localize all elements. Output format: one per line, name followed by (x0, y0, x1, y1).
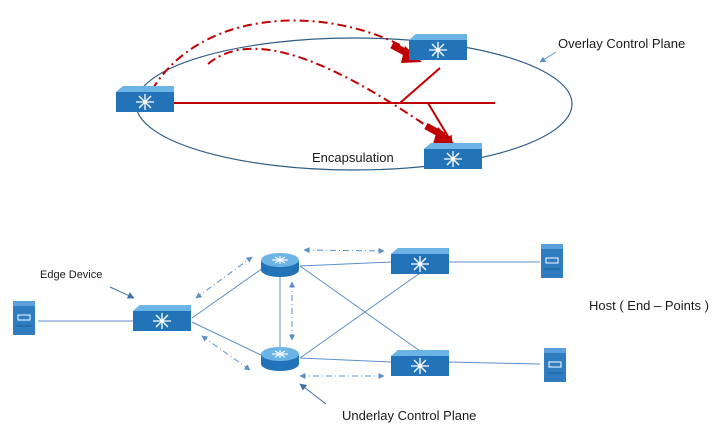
router-top (260, 252, 300, 278)
host-top-right (540, 243, 564, 279)
link-edge-router-bottom (191, 321, 264, 357)
link-edge-router-top (191, 267, 264, 319)
tunnel-branch-lower (427, 102, 453, 144)
ctrl-arrow-edge-rtop (195, 256, 253, 299)
link-rtop-sw-top (299, 261, 393, 267)
host-left (12, 300, 36, 336)
overlay-switch-left (115, 85, 175, 113)
overlay-tunnels (170, 67, 495, 144)
underlay-switch-top (390, 247, 450, 275)
encapsulation-label: Encapsulation (312, 150, 394, 165)
control-path-lower (207, 47, 441, 136)
block-arrow-lower-head (433, 127, 454, 144)
control-path-upper (151, 19, 401, 91)
overlay-label-pointer (539, 51, 557, 63)
underlay-control-plane-label: Underlay Control Plane (342, 408, 477, 423)
underlay-switch-bottom (390, 349, 450, 377)
host-endpoints-label: Host ( End – Points ) (589, 298, 709, 313)
edge-switch (132, 304, 192, 332)
overlay-control-paths (151, 19, 441, 136)
host-bottom-right (543, 347, 567, 383)
underlay-control-arrows (195, 247, 385, 379)
overlay-switch-bottom-right (423, 142, 483, 170)
router-bottom (260, 346, 300, 372)
underlay-label-pointer (299, 383, 327, 405)
link-rbot-sw-top (299, 272, 421, 359)
ctrl-arrow-rtop-sw-top (303, 247, 385, 254)
overlay-control-plane-label: Overlay Control Plane (558, 36, 686, 51)
link-rtop-sw-bottom (299, 265, 421, 352)
ctrl-arrow-edge-rbot (201, 335, 251, 371)
edge-device-label: Edge Device (40, 269, 103, 281)
link-rbot-sw-bottom (299, 357, 392, 363)
overlay-switch-top-right (408, 33, 468, 61)
link-sw-bottom-host (448, 361, 541, 365)
tunnel-branch-upper (399, 67, 441, 104)
edge-label-pointer (109, 286, 135, 299)
